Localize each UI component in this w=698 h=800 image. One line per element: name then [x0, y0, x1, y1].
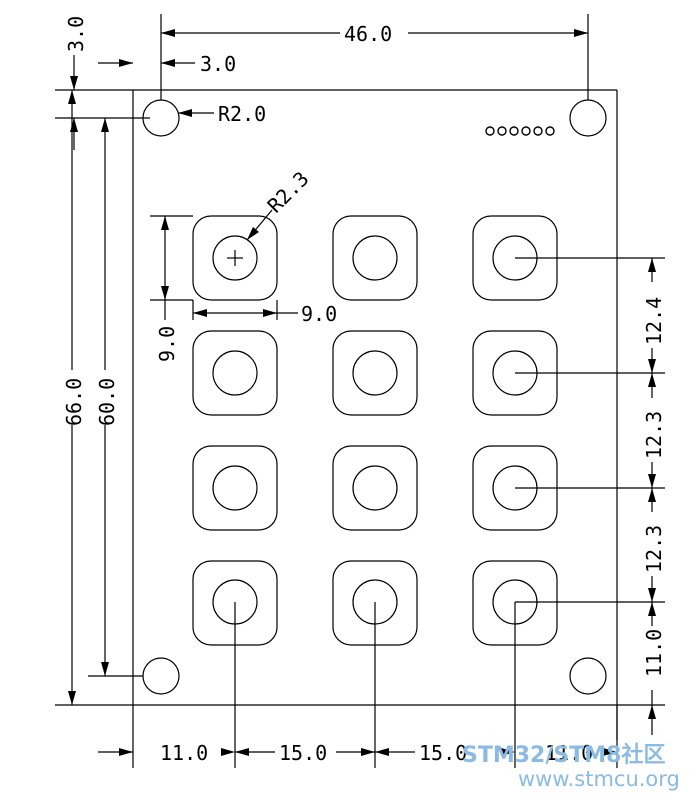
dimension-button-height: 9.0 [150, 215, 193, 362]
dim-label-11-right: 11.0 [642, 629, 666, 677]
dim-label-3-vertical: 3.0 [64, 16, 88, 52]
button-r3-c1 [192, 445, 278, 531]
dimension-left-margin: 3.0 [98, 52, 236, 76]
mounting-hole-bottom-left [142, 657, 180, 695]
dim-label-60: 60.0 [95, 378, 119, 426]
dim-label-15-b: 15.0 [419, 741, 467, 765]
dim-label-r23: R2.3 [263, 167, 314, 218]
button-r1-c1 [192, 215, 278, 301]
dimension-button-width: 9.0 [192, 300, 337, 326]
button-r2-c1 [192, 330, 278, 416]
dim-label-r2: R2.0 [218, 102, 266, 126]
watermark-url: www.stmcu.org [518, 767, 680, 791]
header-pins-label: oooooo [470, 149, 474, 151]
dimension-column-pitches: 11.0 15.0 15.0 11.0 [98, 602, 618, 768]
watermark-brand: STM32/STM8社区 [462, 742, 665, 768]
button-r2-c2 [332, 330, 418, 416]
mounting-hole-top-right [569, 99, 607, 137]
dimension-top-width: 46.0 [160, 14, 589, 100]
dim-label-11-bottom-right: 11.0 [545, 741, 593, 765]
dimension-hole-span: 60.0 [88, 118, 143, 677]
button-r1-c2 [332, 215, 418, 301]
dim-label-11-left: 11.0 [160, 741, 208, 765]
dim-label-15-a: 15.0 [279, 741, 327, 765]
button-r3-c2 [332, 445, 418, 531]
dim-label-66: 66.0 [62, 378, 86, 426]
dimension-button-radius: R2.3 [246, 167, 314, 241]
dim-label-9-horizontal: 9.0 [301, 302, 337, 326]
center-crosshair [227, 250, 243, 266]
dimension-top-margin: 3.0 [55, 16, 150, 150]
dim-label-46: 46.0 [344, 22, 392, 46]
watermark: STM32/STM8社区 www.stmcu.org [462, 742, 680, 791]
dim-label-9-vertical: 9.0 [155, 326, 179, 362]
button-grid [192, 215, 558, 646]
dim-label-12-4: 12.4 [642, 297, 666, 345]
dimension-row-pitches: 12.4 12.3 12.3 11.0 [515, 257, 666, 735]
header-pins [485, 126, 555, 136]
dim-label-12-3-b: 12.3 [642, 525, 666, 573]
dim-label-3-horizontal: 3.0 [200, 52, 236, 76]
dim-label-12-3-a: 12.3 [642, 411, 666, 459]
dimension-total-height: 66.0 [62, 90, 86, 705]
pcb-outline [55, 89, 618, 768]
dimension-hole-radius: R2.0 [178, 102, 266, 126]
mounting-hole-bottom-right [569, 657, 607, 695]
